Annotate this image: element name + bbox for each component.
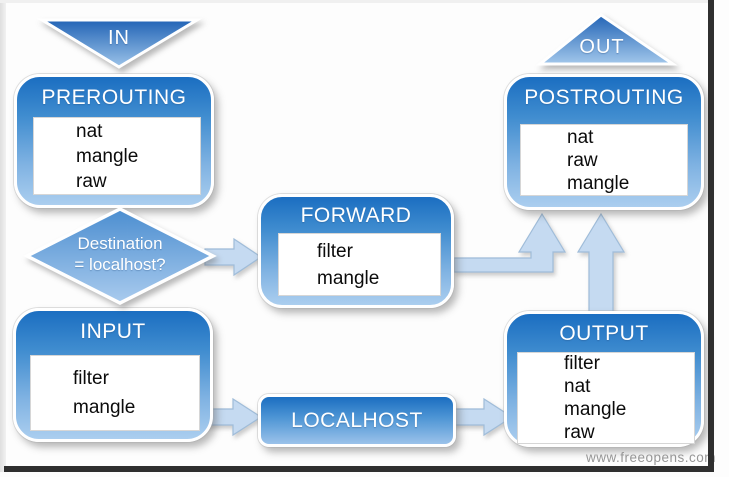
- table-entry: raw: [564, 422, 595, 443]
- arrow-output-to-postrouting: [576, 212, 626, 313]
- node-output: OUTPUT filter nat mangle raw: [504, 311, 704, 447]
- table-entry: mangle: [73, 397, 136, 418]
- node-output-title: OUTPUT: [559, 322, 649, 345]
- input-tables: filter mangle: [30, 355, 200, 431]
- table-entry: mangle: [76, 145, 139, 167]
- table-entry: mangle: [317, 267, 380, 289]
- in-triangle: [36, 18, 203, 69]
- table-entry: filter: [73, 368, 109, 389]
- postrouting-tables: nat raw mangle: [520, 124, 688, 196]
- table-entry: raw: [76, 170, 107, 192]
- table-entry: raw: [567, 149, 598, 171]
- node-input: INPUT filter mangle: [13, 308, 213, 442]
- prerouting-tables: nat mangle raw: [33, 117, 201, 195]
- table-entry: nat: [564, 376, 591, 397]
- output-tables: filter nat mangle raw: [517, 352, 695, 444]
- node-prerouting-title: PREROUTING: [41, 86, 187, 109]
- table-entry: nat: [567, 126, 594, 148]
- forward-tables: filter mangle: [278, 233, 441, 296]
- decision-line2: = localhost?: [74, 255, 166, 274]
- node-localhost-title: LOCALHOST: [291, 408, 423, 432]
- node-postrouting-title: POSTROUTING: [524, 86, 684, 109]
- out-label: OUT: [579, 36, 625, 58]
- arrow-decision-to-forward: [204, 237, 263, 277]
- out-triangle: [535, 13, 678, 66]
- node-input-title: INPUT: [80, 320, 146, 343]
- table-entry: filter: [317, 240, 353, 262]
- node-prerouting: PREROUTING nat mangle raw: [14, 74, 214, 208]
- table-entry: nat: [76, 120, 103, 142]
- decision-label: Destination = localhost?: [38, 233, 202, 275]
- watermark-text: www.freeopens.com: [586, 450, 717, 465]
- arrow-forward-to-postrouting: [453, 212, 567, 273]
- node-localhost: LOCALHOST: [258, 394, 456, 447]
- table-entry: mangle: [564, 399, 627, 420]
- decision-line1: Destination: [77, 234, 163, 253]
- node-forward: FORWARD filter mangle: [258, 194, 454, 308]
- node-postrouting: POSTROUTING nat raw mangle: [504, 74, 704, 210]
- in-label: IN: [108, 27, 130, 49]
- arrow-localhost-to-output: [451, 397, 514, 437]
- table-entry: filter: [564, 353, 600, 374]
- node-forward-title: FORWARD: [300, 204, 412, 227]
- table-entry: mangle: [567, 172, 630, 194]
